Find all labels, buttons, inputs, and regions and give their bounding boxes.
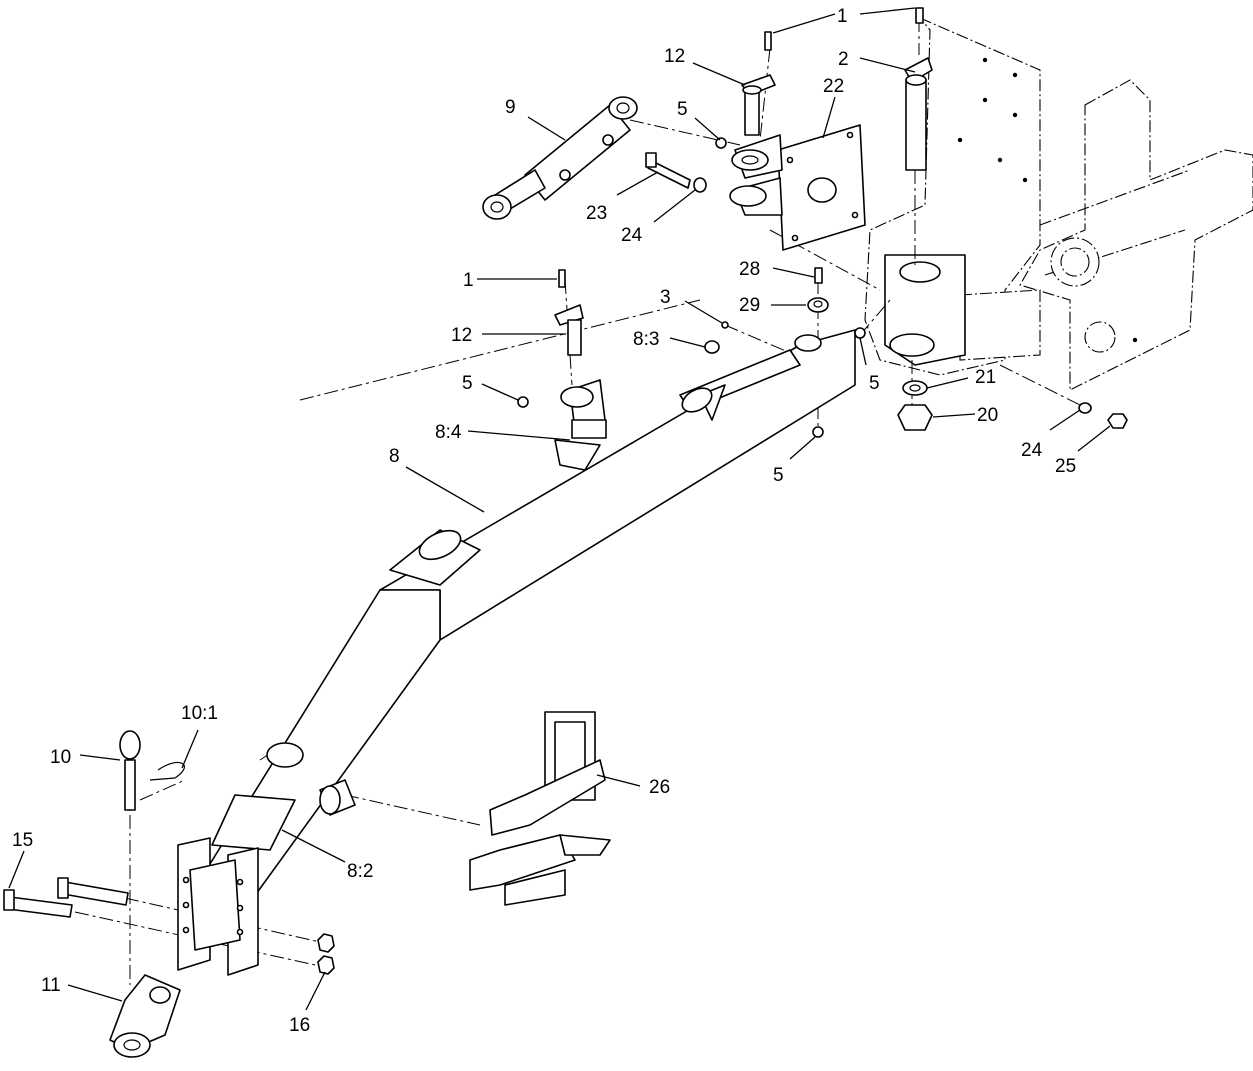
mounting-bracket [729, 124, 866, 251]
callout-29: 29 [739, 295, 760, 316]
hitch-pin [119, 730, 185, 811]
callout-24: 24 [1021, 440, 1043, 461]
jack-stand [469, 711, 611, 906]
callout-8-4: 8:4 [435, 422, 462, 443]
callout-21: 21 [975, 367, 996, 388]
jack-mount-tube [319, 779, 356, 816]
hydraulic-cylinder [482, 96, 638, 220]
tow-bar [199, 329, 856, 931]
callout-5: 5 [869, 373, 880, 394]
callout-12: 12 [664, 46, 685, 67]
callout-8: 8 [389, 446, 400, 467]
clevis-plates [177, 837, 259, 976]
pin-lower [554, 304, 584, 356]
bolt-and-washer [645, 152, 707, 193]
callout-10-1: 10:1 [181, 703, 218, 724]
callout-9: 9 [505, 97, 516, 118]
pivot-pin [904, 57, 933, 171]
callout-11: 11 [41, 975, 61, 996]
decal [211, 794, 296, 851]
callout-2: 2 [838, 49, 849, 70]
pin-upper [741, 74, 776, 136]
screws [558, 7, 924, 288]
callout-12: 12 [451, 325, 472, 346]
callout-1: 1 [463, 270, 474, 291]
frame-hitch-bracket [884, 254, 966, 366]
callout-20: 20 [977, 405, 998, 426]
callout-10: 10 [50, 747, 71, 768]
callout-16: 16 [289, 1015, 310, 1036]
callout-5: 5 [677, 99, 688, 120]
callout-1: 1 [837, 6, 848, 27]
callout-3: 3 [660, 287, 671, 308]
callout-28: 28 [739, 259, 760, 280]
callout-labels: 1 2 12 22 9 5 23 24 28 1 3 29 12 8:3 5 5… [12, 6, 1076, 1036]
callout-15: 15 [12, 830, 33, 851]
bolts-long [3, 877, 129, 918]
callout-8-2: 8:2 [347, 861, 373, 882]
callout-23: 23 [586, 203, 607, 224]
drawbar-clevis [109, 974, 181, 1058]
callout-24: 24 [621, 225, 643, 246]
callout-8-3: 8:3 [633, 329, 659, 350]
nut-and-washer [897, 380, 933, 431]
leader-lines [8, 7, 1111, 1011]
nuts [317, 933, 335, 975]
callout-5: 5 [462, 373, 473, 394]
callout-5: 5 [773, 465, 784, 486]
washer-nut-small [1078, 402, 1128, 429]
callout-25: 25 [1055, 456, 1076, 477]
callout-26: 26 [649, 777, 670, 798]
callout-22: 22 [823, 76, 844, 97]
